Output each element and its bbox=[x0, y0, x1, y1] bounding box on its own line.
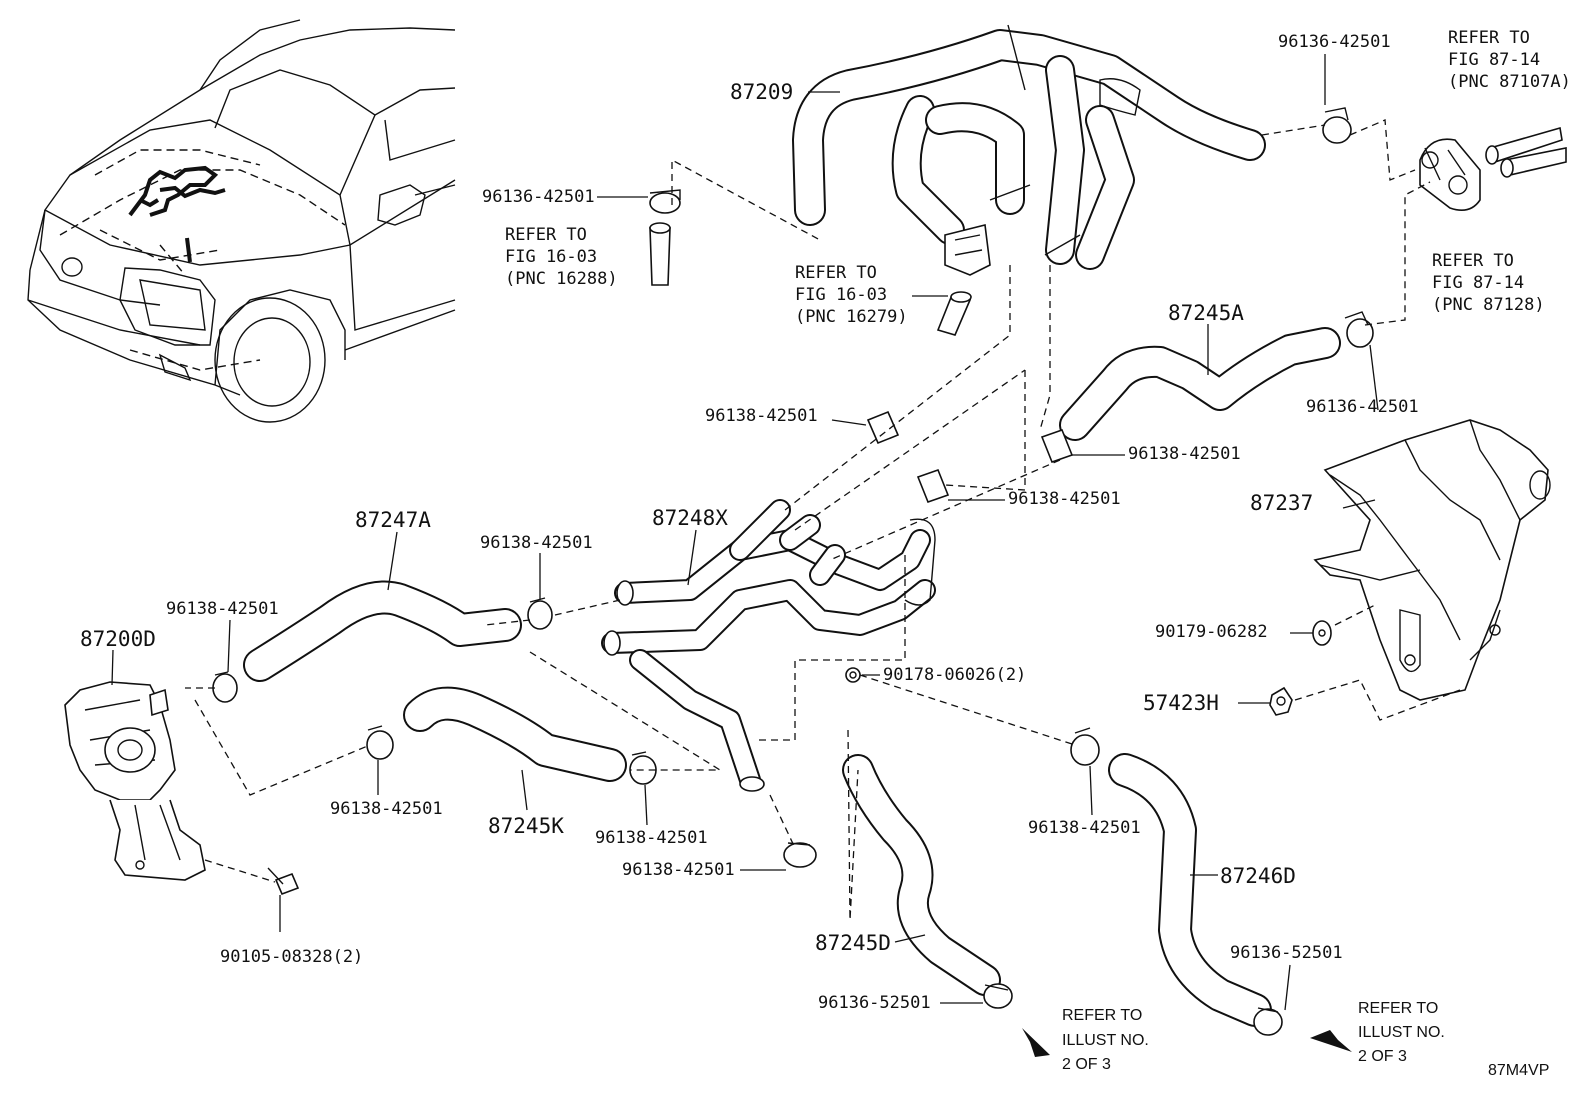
label-96136-52501-b[interactable]: 96136-52501 bbox=[1230, 943, 1343, 963]
clamp-96136-52501-a[interactable] bbox=[983, 983, 1013, 1009]
label-87246D[interactable]: 87246D bbox=[1220, 864, 1296, 888]
clamp-96136-52501-b[interactable] bbox=[1253, 1007, 1283, 1036]
nut-57423H[interactable] bbox=[1269, 686, 1293, 716]
clamp-96138-lower-center[interactable] bbox=[783, 842, 817, 868]
hose-87245K[interactable] bbox=[403, 686, 627, 782]
arrow-to-illust-a bbox=[1022, 1028, 1050, 1057]
nut-90179-06282[interactable] bbox=[1312, 620, 1332, 646]
hose-87209[interactable] bbox=[792, 24, 1266, 276]
clamp-96138-lower-mid[interactable] bbox=[629, 751, 657, 785]
svg-text:ILLUST NO.: ILLUST NO. bbox=[1358, 1024, 1445, 1041]
svg-text:ILLUST NO.: ILLUST NO. bbox=[1062, 1032, 1149, 1049]
pipe-ref-16288 bbox=[649, 222, 671, 286]
ref-87107A-text: REFER TO FIG 87-14 (PNC 87107A) bbox=[1448, 28, 1571, 92]
label-96136-right-mid[interactable]: 96136-42501 bbox=[1306, 397, 1419, 417]
pipe-ref-16279 bbox=[936, 291, 972, 336]
clamp-96136-top-left[interactable] bbox=[649, 189, 681, 214]
label-96136-top-right[interactable]: 96136-42501 bbox=[1278, 32, 1391, 52]
ref-87128-text: REFER TO FIG 87-14 (PNC 87128) bbox=[1432, 251, 1545, 315]
label-96138-87247[interactable]: 96138-42501 bbox=[480, 533, 593, 553]
clamp-96138-mid3[interactable] bbox=[916, 468, 950, 504]
svg-text:REFER TO: REFER TO bbox=[1062, 1007, 1142, 1024]
svg-text:(PNC 16279): (PNC 16279) bbox=[795, 307, 908, 327]
label-96138-mid2[interactable]: 96138-42501 bbox=[1128, 444, 1241, 464]
label-87248X[interactable]: 87248X bbox=[652, 506, 728, 530]
svg-text:2 OF 3: 2 OF 3 bbox=[1358, 1048, 1407, 1065]
arrow-to-illust-b bbox=[1310, 1030, 1352, 1052]
label-90178[interactable]: 90178-06026(2) bbox=[883, 665, 1026, 685]
svg-text:(PNC 16288): (PNC 16288) bbox=[505, 269, 618, 289]
part-labels: 87209 96136-42501 96136-42501 REFER TO F… bbox=[80, 28, 1571, 1079]
label-57423H[interactable]: 57423H bbox=[1143, 691, 1219, 715]
bracket-87237[interactable] bbox=[1313, 419, 1551, 701]
label-87245D[interactable]: 87245D bbox=[815, 931, 891, 955]
label-96136-top-left[interactable]: 96136-42501 bbox=[482, 187, 595, 207]
svg-text:FIG 87-14: FIG 87-14 bbox=[1432, 273, 1524, 293]
label-96138-lower-center[interactable]: 96138-42501 bbox=[622, 860, 735, 880]
ref-illust-a-text: REFER TO ILLUST NO. 2 OF 3 bbox=[1062, 1007, 1149, 1073]
label-96138-lower-mid[interactable]: 96138-42501 bbox=[595, 828, 708, 848]
heater-core-pipes-87107A bbox=[1485, 126, 1567, 178]
svg-text:(PNC 87128): (PNC 87128) bbox=[1432, 295, 1545, 315]
hose-87246D[interactable] bbox=[1108, 753, 1272, 1027]
clamp-96138-pump[interactable] bbox=[212, 671, 238, 703]
clamp-96138-lower-right[interactable] bbox=[1070, 727, 1100, 766]
svg-text:REFER TO: REFER TO bbox=[795, 263, 877, 283]
clamp-96138-87247[interactable] bbox=[527, 597, 553, 630]
label-87247A[interactable]: 87247A bbox=[355, 508, 431, 532]
svg-text:2 OF 3: 2 OF 3 bbox=[1062, 1056, 1111, 1073]
label-87245K[interactable]: 87245K bbox=[488, 814, 564, 838]
label-96138-lower-left[interactable]: 96138-42501 bbox=[330, 799, 443, 819]
hose-87247A[interactable] bbox=[243, 580, 522, 682]
label-90179[interactable]: 90179-06282 bbox=[1155, 622, 1268, 642]
svg-text:REFER TO: REFER TO bbox=[1432, 251, 1514, 271]
ref-illust-b-text: REFER TO ILLUST NO. 2 OF 3 bbox=[1358, 1000, 1445, 1065]
label-87200D[interactable]: 87200D bbox=[80, 627, 156, 651]
label-87209[interactable]: 87209 bbox=[730, 80, 793, 104]
nut-90178-06026[interactable] bbox=[845, 667, 861, 683]
hose-87245D[interactable] bbox=[842, 754, 1001, 996]
clamp-96136-top-right[interactable] bbox=[1322, 107, 1352, 144]
leader-lines bbox=[111, 54, 1379, 1011]
bolt-90105-08328[interactable] bbox=[267, 867, 300, 896]
clamp-96138-mid1[interactable] bbox=[866, 410, 900, 445]
label-96136-52501-a[interactable]: 96136-52501 bbox=[818, 993, 931, 1013]
svg-text:REFER TO: REFER TO bbox=[1448, 28, 1530, 48]
label-87245A[interactable]: 87245A bbox=[1168, 301, 1244, 325]
ref-16288-text: REFER TO FIG 16-03 (PNC 16288) bbox=[505, 225, 618, 289]
assembly-dashed-lines bbox=[185, 119, 1461, 921]
diagram-code: 87M4VP bbox=[1488, 1062, 1549, 1079]
pipe-assembly-87248X[interactable] bbox=[601, 499, 936, 792]
svg-text:REFER TO: REFER TO bbox=[1358, 1000, 1438, 1017]
clamp-96136-right-mid[interactable] bbox=[1344, 311, 1374, 348]
heater-core-flange-87128 bbox=[1419, 138, 1481, 211]
svg-text:FIG 87-14: FIG 87-14 bbox=[1448, 50, 1540, 70]
label-90105[interactable]: 90105-08328(2) bbox=[220, 947, 363, 967]
clamp-96138-lower-left[interactable] bbox=[366, 725, 394, 760]
svg-text:REFER TO: REFER TO bbox=[505, 225, 587, 245]
label-96138-pump[interactable]: 96138-42501 bbox=[166, 599, 279, 619]
hose-87245A[interactable] bbox=[1059, 327, 1341, 441]
label-96138-mid3[interactable]: 96138-42501 bbox=[1008, 489, 1121, 509]
water-pump-87200D[interactable] bbox=[64, 681, 206, 881]
svg-text:FIG 16-03: FIG 16-03 bbox=[505, 247, 597, 267]
svg-text:(PNC 87107A): (PNC 87107A) bbox=[1448, 72, 1571, 92]
label-87237[interactable]: 87237 bbox=[1250, 491, 1313, 515]
vehicle-locator-illustration bbox=[27, 19, 456, 423]
svg-text:FIG 16-03: FIG 16-03 bbox=[795, 285, 887, 305]
label-96138-mid1[interactable]: 96138-42501 bbox=[705, 406, 818, 426]
label-96138-lower-right[interactable]: 96138-42501 bbox=[1028, 818, 1141, 838]
ref-16279-text: REFER TO FIG 16-03 (PNC 16279) bbox=[795, 263, 908, 327]
